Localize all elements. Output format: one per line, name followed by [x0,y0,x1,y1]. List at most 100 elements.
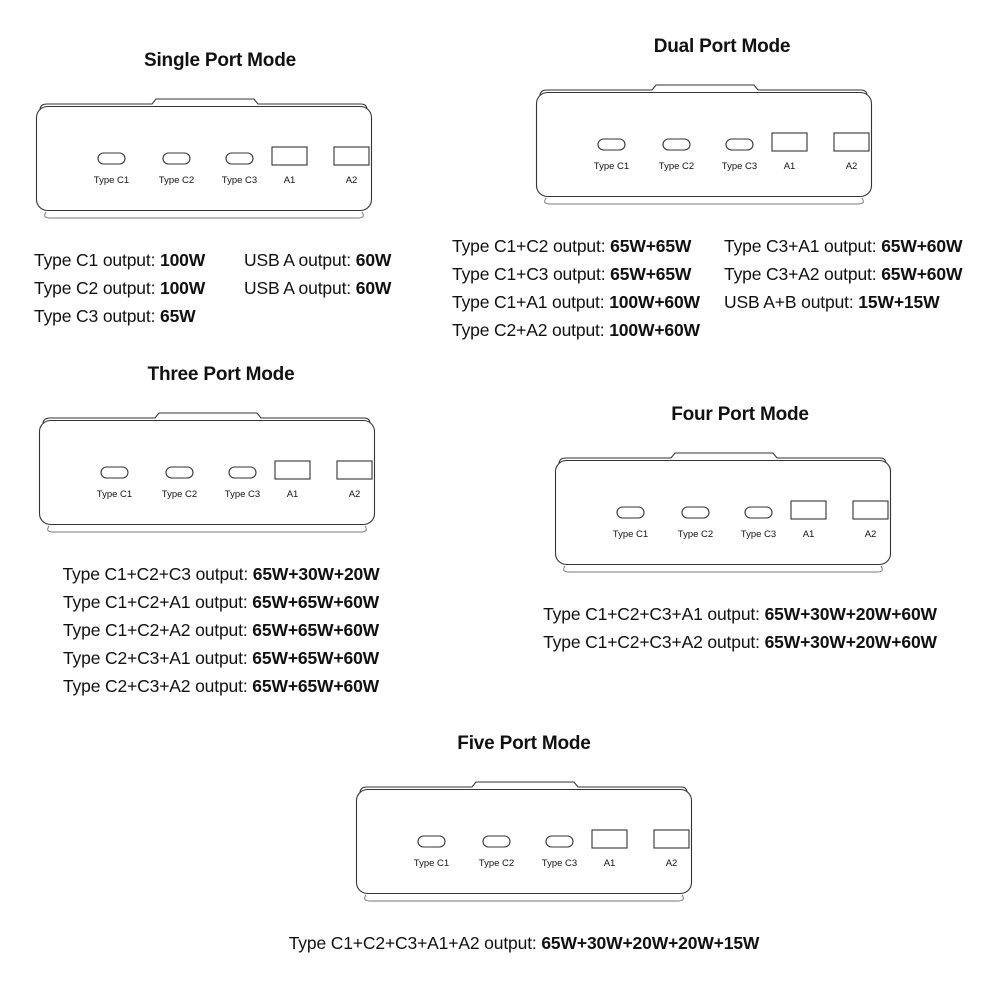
spec-line: Type C1+C2+C3+A1+A2 output: 65W+30W+20W+… [288,933,760,953]
device-top-lid [558,452,887,465]
device-svg: Type C1 Type C2 Type C3 A1 A2 [35,98,373,219]
spec-line: Type C1+C2+A2 output: 65W+65W+60W [62,620,380,640]
port-a1 [271,146,308,166]
port-type-c3 [225,152,254,165]
port-a2 [336,460,373,480]
port-label-c1: Type C1 [613,529,648,540]
spec-column: USB A output: 60W USB A output: 60W [244,246,391,302]
spec-line: USB A output: 60W [244,250,392,270]
port-a1 [771,132,808,152]
port-label-c2: Type C2 [162,489,197,500]
spec-column: Type C1+C2+C3 output: 65W+30W+20W Type C… [62,560,379,700]
device-body [38,419,376,526]
panel-title-three: Three Port Mode [147,364,295,385]
port-type-c1 [417,835,446,848]
device-body [35,105,373,212]
device-top-lid [42,412,371,425]
spec-line: Type C2+A2 output: 100W+60W [452,320,700,340]
port-label-a1: A1 [803,529,815,540]
device-base [47,525,367,533]
device-illustration-four: Type C1 Type C2 Type C3 A1 A2 [540,450,940,578]
port-label-c3: Type C3 [222,175,257,186]
port-label-c3: Type C3 [225,489,260,500]
spec-table-single: Type C1 output: 100W Type C2 output: 100… [34,246,406,330]
spec-line: Type C3+A2 output: 65W+60W [724,264,963,284]
spec-line: Type C1+C2+A1 output: 65W+65W+60W [62,592,380,612]
spec-line: Type C1+A1 output: 100W+60W [452,292,700,312]
port-label-c2: Type C2 [659,161,694,172]
port-type-c1 [97,152,126,165]
spec-line: Type C2+C3+A1 output: 65W+65W+60W [62,648,380,668]
spec-table-five: Type C1+C2+C3+A1+A2 output: 65W+30W+20W+… [268,929,780,957]
panel-dual-port-mode: Dual Port Mode Type C1 Type C2 Type C3 A… [452,36,992,344]
spec-line: Type C2+C3+A2 output: 65W+65W+60W [62,676,380,696]
port-type-c3 [228,466,257,479]
port-type-c3 [725,138,754,151]
port-type-c1 [100,466,129,479]
port-label-a1: A1 [604,858,616,869]
device-base [544,197,864,205]
port-label-c3: Type C3 [741,529,776,540]
spec-line: USB A+B output: 15W+15W [724,292,940,312]
port-type-c2 [482,835,511,848]
device-svg: Type C1 Type C2 Type C3 A1 A2 [355,781,693,902]
port-type-c3 [744,506,773,519]
port-label-c2: Type C2 [678,529,713,540]
port-label-c2: Type C2 [479,858,514,869]
device-illustration-three: Type C1 Type C2 Type C3 A1 A2 [26,410,416,538]
port-label-a1: A1 [284,175,296,186]
port-label-c3: Type C3 [542,858,577,869]
spec-line: Type C1+C3 output: 65W+65W [452,264,692,284]
port-type-c3 [545,835,574,848]
port-label-a1: A1 [784,161,796,172]
port-label-c1: Type C1 [414,858,449,869]
device-illustration-single: Type C1 Type C2 Type C3 A1 A2 [34,96,406,224]
port-type-c1 [597,138,626,151]
port-a1 [591,829,628,849]
spec-column: Type C1+C2+C3+A1+A2 output: 65W+30W+20W+… [289,929,760,957]
device-svg: Type C1 Type C2 Type C3 A1 A2 [38,412,376,533]
port-a2 [833,132,870,152]
spec-line: Type C1+C2+C3 output: 65W+30W+20W [62,564,380,584]
spec-line: Type C1+C2+C3+A2 output: 65W+30W+20W+60W [543,632,937,652]
port-label-a2: A2 [666,858,678,869]
port-type-c1 [616,506,645,519]
port-label-c1: Type C1 [94,175,129,186]
device-illustration-dual: Type C1 Type C2 Type C3 A1 A2 [452,82,992,210]
device-body [554,459,892,566]
spec-column: Type C1 output: 100W Type C2 output: 100… [34,246,244,330]
panel-four-port-mode: Four Port Mode Type C1 Type C2 Type C3 A… [540,404,940,656]
spec-line: Type C3+A1 output: 65W+60W [724,236,963,256]
spec-column: Type C1+C2 output: 65W+65W Type C1+C3 ou… [452,232,724,344]
spec-line: Type C2 output: 100W [34,278,206,298]
spec-line: Type C3 output: 65W [34,306,196,326]
port-label-a2: A2 [349,489,361,500]
spec-table-dual: Type C1+C2 output: 65W+65W Type C1+C3 ou… [452,232,992,344]
port-a1 [274,460,311,480]
port-label-a2: A2 [865,529,877,540]
spec-line: USB A output: 60W [244,278,392,298]
panel-five-port-mode: Five Port Mode Type C1 Type C2 Type C3 A… [268,733,780,957]
device-base [44,211,364,219]
panel-single-port-mode: Single Port Mode Type C1 Type C2 Type C3… [34,50,406,330]
spec-column: Type C3+A1 output: 65W+60W Type C3+A2 ou… [724,232,962,316]
port-a2 [852,500,889,520]
spec-line: Type C1+C2 output: 65W+65W [452,236,692,256]
device-top-lid [39,98,368,111]
panel-title-four: Four Port Mode [671,404,809,425]
port-type-c2 [662,138,691,151]
port-type-c2 [681,506,710,519]
spec-column: Type C1+C2+C3+A1 output: 65W+30W+20W+60W… [543,600,937,656]
port-a2 [333,146,370,166]
device-base [563,565,883,573]
device-illustration-five: Type C1 Type C2 Type C3 A1 A2 [268,779,780,907]
spec-line: Type C1 output: 100W [34,250,206,270]
spec-table-three: Type C1+C2+C3 output: 65W+30W+20W Type C… [26,560,416,700]
panel-title-dual: Dual Port Mode [653,36,791,57]
panel-title-single: Single Port Mode [144,50,296,71]
device-body [355,788,693,895]
port-type-c2 [162,152,191,165]
device-svg: Type C1 Type C2 Type C3 A1 A2 [535,84,873,205]
port-a1 [790,500,827,520]
port-label-a2: A2 [846,161,858,172]
